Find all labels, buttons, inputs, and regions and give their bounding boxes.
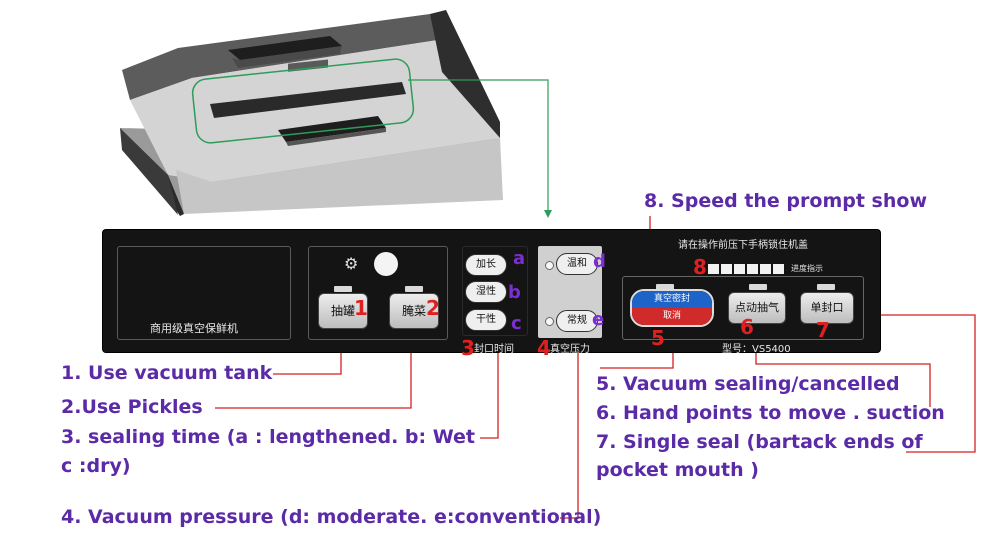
marker-6: 6 — [740, 315, 754, 339]
sealing-time-group — [462, 246, 528, 336]
annotation-1: 1. Use vacuum tank — [61, 362, 273, 384]
marker-c: c — [511, 313, 522, 334]
food-mode-group — [308, 246, 448, 340]
vacuum-seal-label: 真空密封 — [632, 291, 712, 308]
vacuum-seal-cancel-button[interactable]: 真空密封 取消 — [630, 289, 714, 327]
pickles-button[interactable]: 腌菜 — [389, 293, 439, 329]
led-pulse-suction — [749, 284, 767, 290]
wet-button[interactable]: 湿性 — [465, 281, 507, 303]
brand-display-window — [117, 246, 291, 340]
jar-icon: ⚙ — [344, 254, 359, 273]
indicator-circle-icon — [374, 252, 398, 276]
brand-label: 商用级真空保鲜机 — [150, 322, 238, 335]
annotation-3-line2: c :dry) — [61, 455, 131, 477]
marker-1: 1 — [354, 296, 368, 320]
marker-3: 3 — [461, 336, 475, 360]
pulse-suction-button[interactable]: 点动抽气 — [728, 292, 786, 324]
progress-segment — [747, 264, 758, 274]
led-single-seal — [817, 284, 835, 290]
cancel-label: 取消 — [632, 308, 712, 325]
lengthened-button[interactable]: 加长 — [465, 254, 507, 276]
marker-e: e — [592, 309, 605, 330]
marker-b: b — [508, 282, 521, 303]
marker-8: 8 — [693, 255, 707, 279]
progress-segment — [708, 264, 719, 274]
progress-segment — [760, 264, 771, 274]
annotation-2: 2.Use Pickles — [61, 396, 203, 418]
led-vacuum-tank — [334, 286, 352, 292]
led-pickles — [405, 286, 423, 292]
marker-7: 7 — [816, 318, 830, 342]
lid-lock-notice: 请在操作前压下手柄锁住机盖 — [678, 240, 808, 251]
annotation-3-line1: 3. sealing time (a : lengthened. b: Wet — [61, 426, 475, 448]
seal-control-group — [622, 276, 864, 340]
marker-4: 4 — [537, 336, 551, 360]
progress-segment — [773, 264, 784, 274]
annotation-5: 5. Vacuum sealing/cancelled — [596, 373, 900, 395]
annotation-7-line2: pocket mouth ) — [596, 459, 759, 481]
annotation-4: 4. Vacuum pressure (d: moderate. e:conve… — [61, 506, 602, 528]
marker-a: a — [513, 248, 526, 269]
marker-d: d — [593, 251, 606, 272]
annotation-8: 8. Speed the prompt show — [644, 190, 927, 212]
progress-segment — [721, 264, 732, 274]
sealing-time-caption: 封口时间 — [474, 344, 514, 355]
marker-5: 5 — [651, 326, 665, 350]
single-seal-button[interactable]: 单封口 — [800, 292, 854, 324]
vacuum-tank-button[interactable]: 抽罐 — [318, 293, 368, 329]
led-conventional — [545, 317, 554, 326]
dry-button[interactable]: 干性 — [465, 309, 507, 331]
conventional-button[interactable]: 常规 — [556, 310, 598, 332]
led-moderate — [545, 261, 554, 270]
model-label: 型号：VS5400 — [722, 344, 791, 355]
annotation-6: 6. Hand points to move . suction — [596, 402, 945, 424]
progress-segment — [734, 264, 745, 274]
marker-2: 2 — [426, 296, 440, 320]
led-vacuum-seal — [656, 284, 674, 290]
vacuum-pressure-caption: 真空压力 — [550, 344, 590, 355]
progress-caption: 进度指示 — [791, 264, 823, 273]
annotation-7-line1: 7. Single seal (bartack ends of — [596, 431, 923, 453]
moderate-button[interactable]: 温和 — [556, 253, 598, 275]
